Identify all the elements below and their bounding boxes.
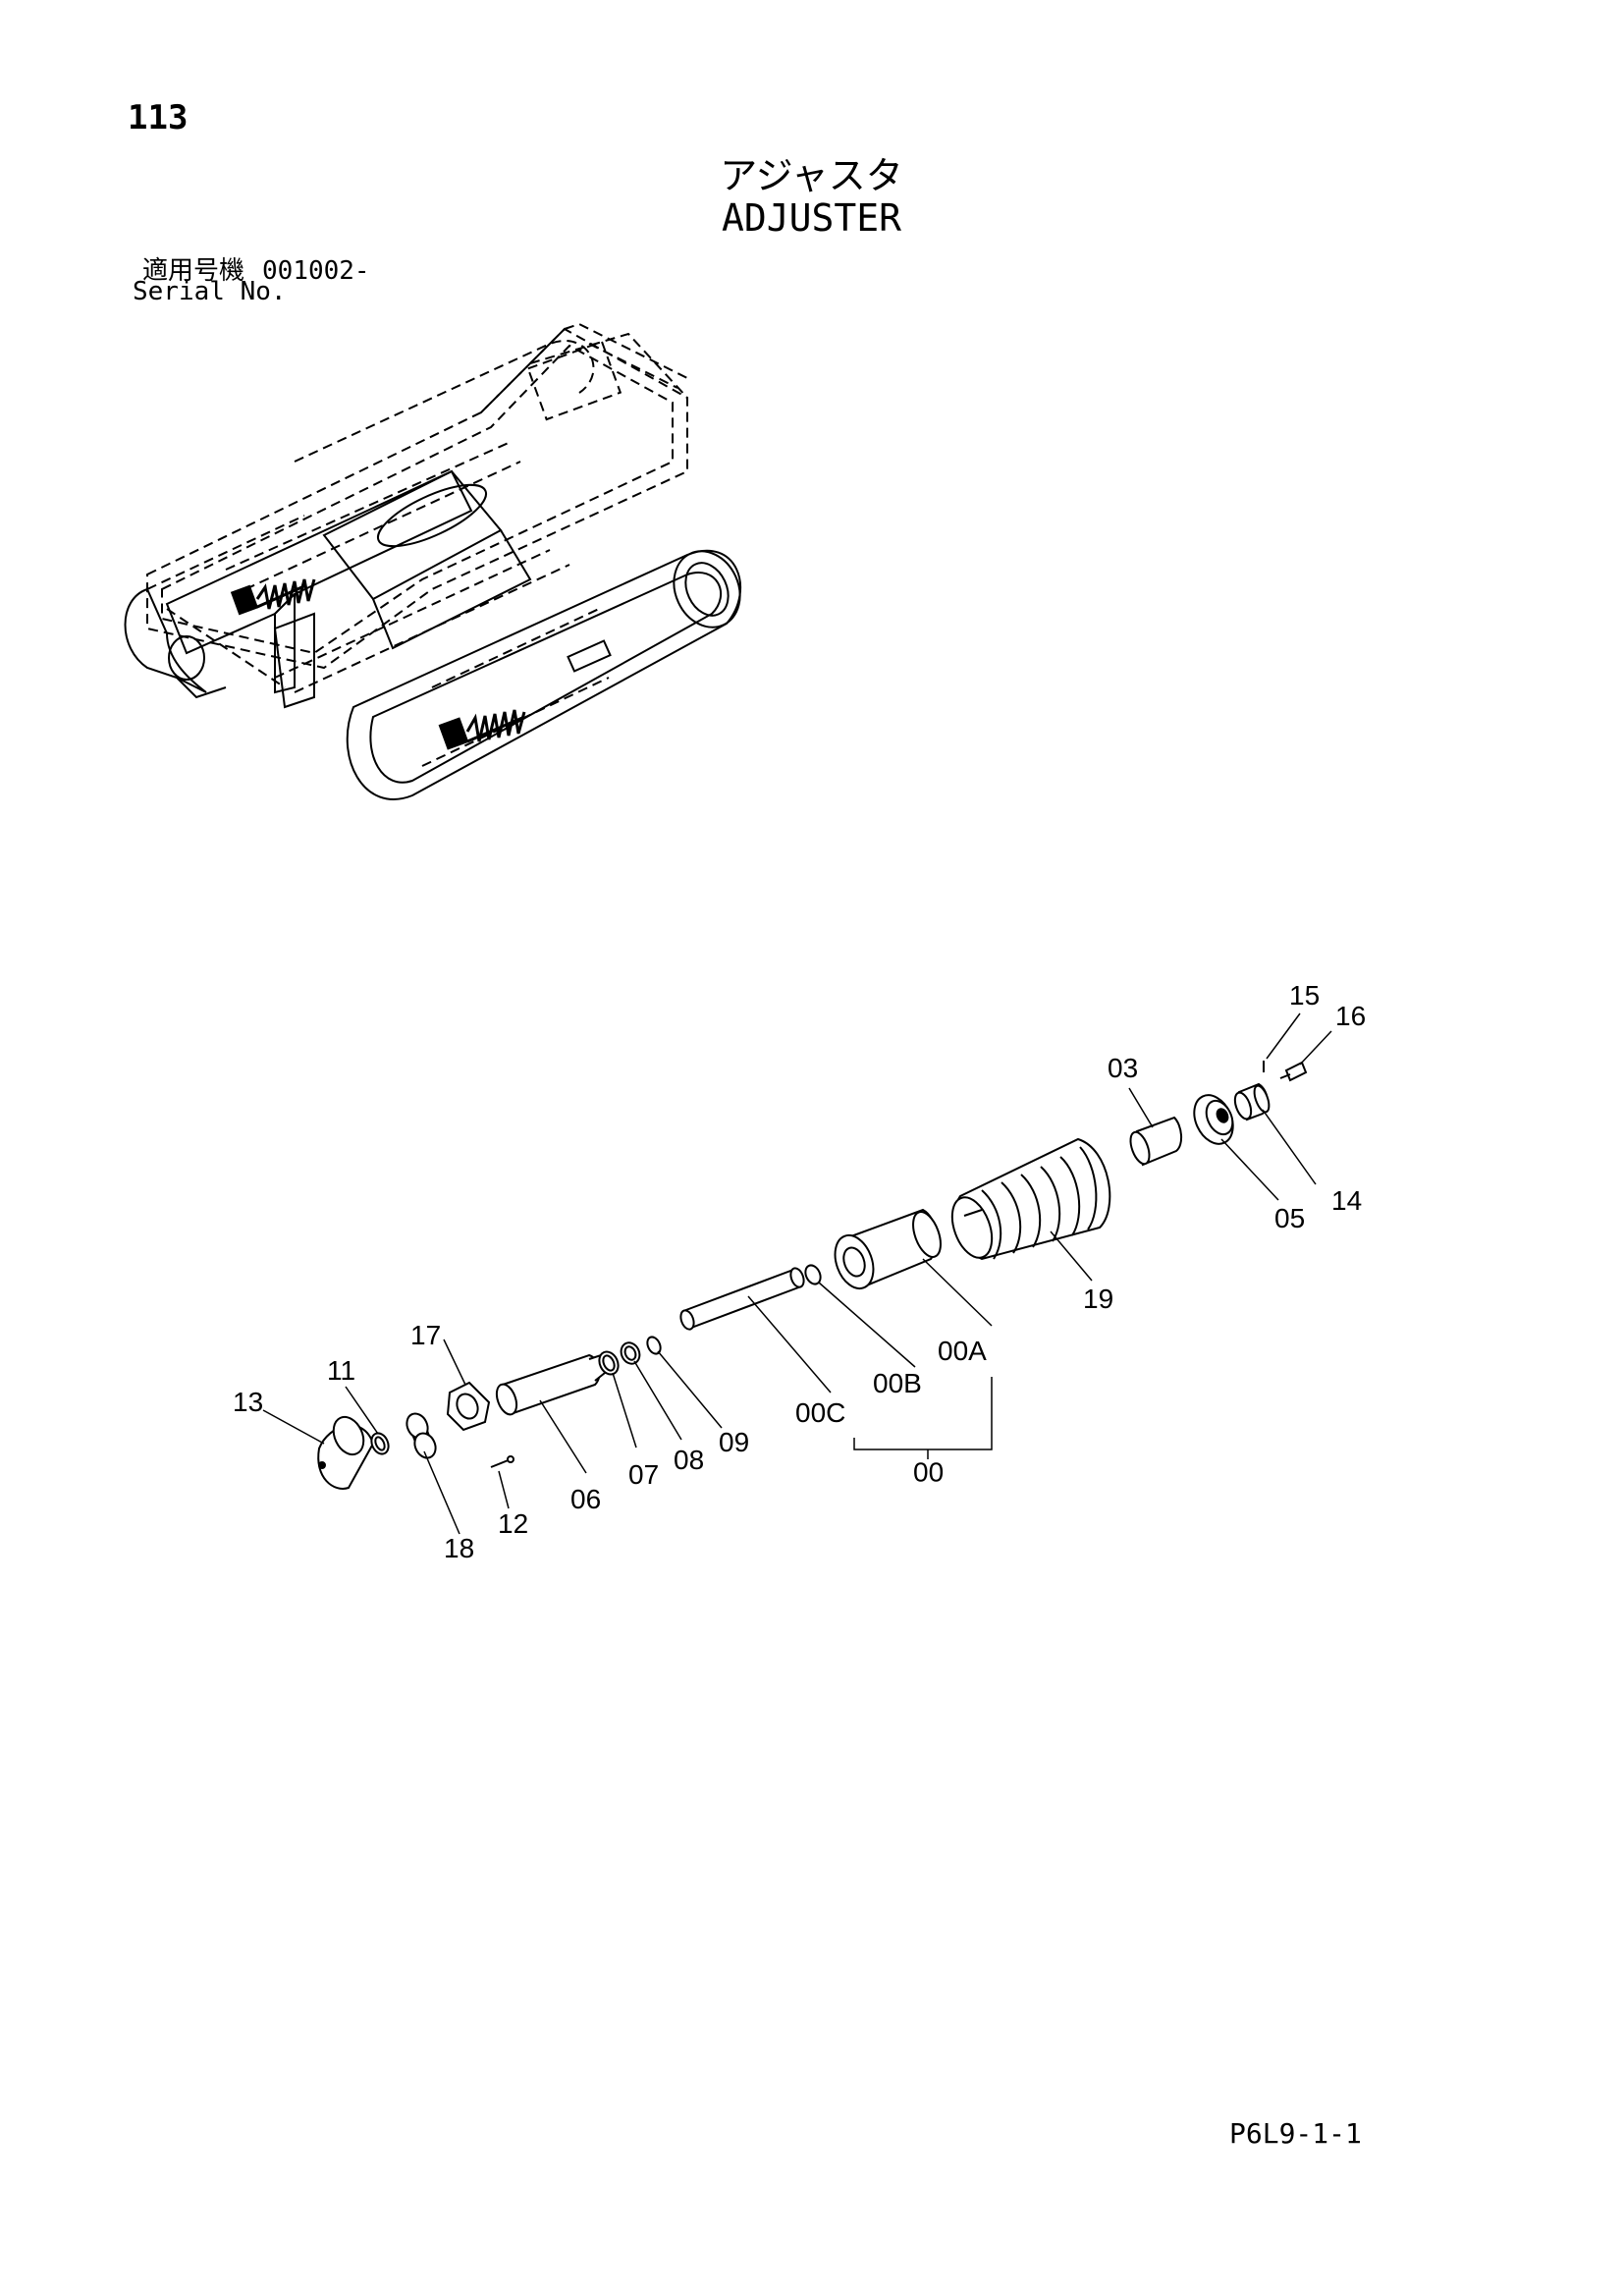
callout-labels: 15 16 03 14 05 19 00A 00B 00C 00 17 11 1… bbox=[233, 980, 1366, 1563]
serial-range: 001002- bbox=[262, 256, 370, 286]
callout-05: 05 bbox=[1274, 1203, 1305, 1233]
callout-06: 06 bbox=[570, 1484, 601, 1514]
page-number: 113 bbox=[128, 98, 189, 137]
callout-11: 11 bbox=[327, 1355, 355, 1386]
right-track bbox=[346, 549, 742, 800]
part-03-spacer bbox=[1129, 1116, 1182, 1167]
title-english: ADJUSTER bbox=[721, 196, 902, 240]
center-frame bbox=[165, 469, 532, 709]
callout-03: 03 bbox=[1108, 1053, 1138, 1083]
exploded-parts bbox=[317, 1061, 1308, 1490]
part-11-snap-ring bbox=[370, 1432, 390, 1455]
part-12-pin bbox=[490, 1455, 514, 1468]
part-13-cover bbox=[317, 1415, 375, 1490]
part-17-nut bbox=[446, 1381, 491, 1432]
adjuster-spring-upper bbox=[230, 578, 316, 616]
upper-track-outline bbox=[294, 340, 595, 463]
callout-13: 13 bbox=[233, 1387, 263, 1417]
part-08-seal bbox=[620, 1341, 641, 1365]
part-07-ring bbox=[598, 1350, 620, 1376]
part-00B-o-ring bbox=[804, 1264, 822, 1285]
callout-12: 12 bbox=[498, 1508, 528, 1539]
callout-15: 15 bbox=[1289, 980, 1320, 1011]
undercarriage-overview bbox=[124, 322, 742, 800]
callout-00A: 00A bbox=[938, 1336, 987, 1366]
callout-07: 07 bbox=[628, 1459, 659, 1490]
callout-08: 08 bbox=[674, 1445, 704, 1475]
callout-18: 18 bbox=[444, 1533, 474, 1563]
callout-00: 00 bbox=[913, 1456, 944, 1487]
part-09-o-ring bbox=[646, 1336, 662, 1355]
callout-17: 17 bbox=[410, 1320, 441, 1350]
part-19-spring bbox=[950, 1137, 1111, 1261]
callout-14: 14 bbox=[1331, 1185, 1362, 1216]
callout-00B: 00B bbox=[873, 1368, 922, 1398]
leader-lines bbox=[262, 1012, 1332, 1535]
callout-19: 19 bbox=[1083, 1284, 1113, 1314]
serial-label-english: Serial No. bbox=[133, 277, 287, 306]
part-00A-cylinder bbox=[834, 1208, 942, 1290]
callout-09: 09 bbox=[719, 1427, 749, 1457]
part-16-fitting bbox=[1279, 1061, 1308, 1082]
part-00C-rod bbox=[679, 1267, 805, 1331]
callout-00C: 00C bbox=[795, 1397, 845, 1428]
callout-16: 16 bbox=[1335, 1001, 1366, 1031]
upper-frame-outline bbox=[146, 322, 688, 693]
serial-label-japanese: 適用号機 bbox=[142, 256, 245, 286]
left-track bbox=[124, 515, 305, 699]
part-06-rod bbox=[495, 1353, 607, 1416]
part-05-bracket bbox=[1193, 1094, 1234, 1145]
part-18-bushing bbox=[406, 1412, 437, 1459]
serial-line-japanese: 適用号機 001002- bbox=[142, 250, 370, 287]
adjuster-spring-lower bbox=[438, 709, 526, 750]
figure-code: P6L9-1-1 bbox=[1229, 2117, 1362, 2150]
part-14-valve bbox=[1233, 1082, 1271, 1121]
title-japanese: アジャスタ bbox=[720, 154, 903, 197]
